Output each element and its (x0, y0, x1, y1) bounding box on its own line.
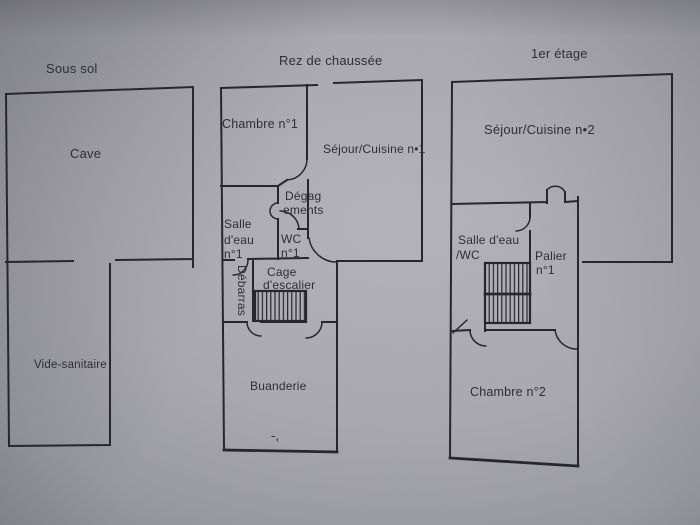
room-label-chambre1: Chambre n°1 (222, 117, 298, 131)
room-label-cave: Cave (70, 146, 101, 161)
vide-sanitaire-walls (7, 263, 112, 448)
rdc-door-arcs (232, 158, 338, 339)
pen-mark: -, (271, 428, 279, 443)
room-label-sejour1: Séjour/Cuisine n•1 (323, 142, 426, 156)
etage1-chambre2-bottom-wall (448, 456, 580, 468)
room-label-palier-line2: n°1 (536, 263, 555, 277)
etage1-door-arcs (452, 185, 578, 350)
plan-1er-etage: 1er étage Séjour/Cuisine n•2 Salle d'eau… (448, 46, 673, 468)
room-label-vide-sanitaire: Vide-sanitaire (34, 359, 107, 371)
room-label-wc-line1: WC (281, 232, 302, 246)
room-label-chambre2: Chambre n°2 (470, 385, 546, 399)
plan-rez-de-chaussee: Rez de chaussée Chambre n°1 Séjour/Cuisi… (219, 53, 426, 454)
plan-title-sous-sol: Sous sol (46, 61, 97, 76)
room-label-salle-eau2-line1: Salle d'eau (458, 233, 519, 247)
room-label-salle-eau2-line2: /WC (456, 248, 480, 262)
plan-title-rdc: Rez de chaussée (279, 53, 382, 68)
room-label-cage-line2: d'escalier (263, 278, 315, 292)
etage1-outer-walls (448, 72, 673, 460)
room-label-palier-line1: Palier (535, 249, 567, 263)
rdc-outer-walls (219, 78, 423, 452)
room-label-wc-line2: n°1 (281, 246, 300, 260)
etage1-interior-walls (450, 189, 580, 333)
cave-walls (4, 85, 194, 448)
room-label-salle-eau1-line3: n°1 (224, 247, 243, 261)
room-label-degagements-line1: Dégag (285, 189, 321, 203)
room-label-buanderie: Buanderie (250, 379, 307, 393)
room-label-salle-eau1-line1: Salle (224, 217, 252, 231)
room-label-cage-line1: Cage (267, 265, 297, 279)
plan-title-etage1: 1er étage (531, 46, 588, 61)
rdc-staircase (253, 289, 308, 323)
room-label-sejour2: Séjour/Cuisine n•2 (484, 122, 595, 137)
plan-sous-sol: Sous sol Cave Vide-sanitaire (4, 61, 194, 448)
room-label-salle-eau1-line2: d'eau (224, 233, 254, 247)
room-label-debarras: Débarras (235, 265, 249, 316)
room-label-degagements-line2: ements (283, 203, 324, 217)
rdc-buanderie-bottom-wall (222, 448, 339, 454)
